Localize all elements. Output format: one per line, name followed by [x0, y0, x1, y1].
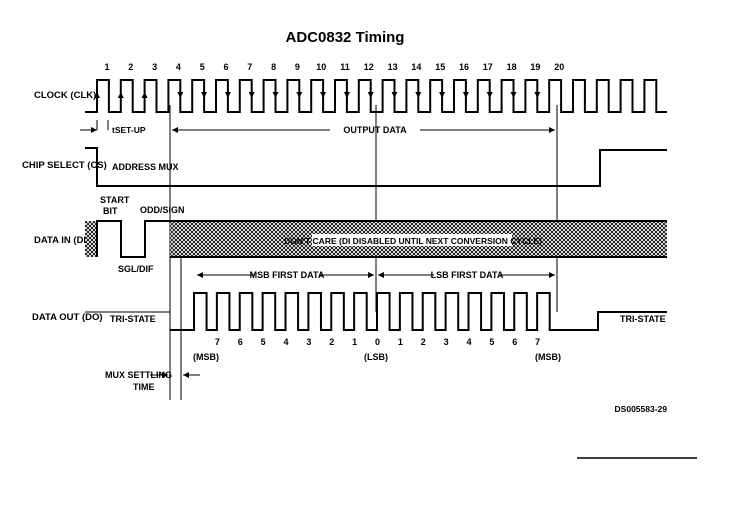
data-out-label: DATA OUT (DO): [32, 312, 103, 323]
figure-id: DS005583-29: [615, 404, 668, 414]
clock-number: 2: [128, 62, 133, 72]
clock-number: 6: [223, 62, 228, 72]
clock-number: 8: [271, 62, 276, 72]
sgl-dif-label: SGL/DIF: [118, 264, 154, 274]
clock-number: 14: [411, 62, 421, 72]
dont-care-label-box: [312, 234, 512, 246]
clock-edge-arrow: [248, 92, 255, 98]
data-out-waveform: [170, 292, 667, 331]
clock-edge-arrow: [201, 92, 208, 98]
clock-edge-arrow: [415, 92, 422, 98]
clock-number: 17: [483, 62, 493, 72]
clock-edge-arrow: [296, 92, 303, 98]
clock-number: 13: [388, 62, 398, 72]
clock-edge-arrow: [343, 92, 350, 98]
clock-edge-arrow: [141, 92, 148, 98]
data-bit-number: 6: [238, 337, 243, 347]
chip-select-label: CHIP SELECT (CS): [22, 160, 107, 171]
output-data-label: OUTPUT DATA: [343, 125, 407, 135]
data-in-waveform: [96, 220, 667, 258]
setup-label: tSET-UP: [112, 125, 146, 135]
clock-number: 9: [295, 62, 300, 72]
clock-edge-arrow: [510, 92, 517, 98]
clock-number: 15: [435, 62, 445, 72]
clock-label: CLOCK (CLK): [34, 90, 96, 101]
clock-edge-arrow: [462, 92, 469, 98]
diagram-title: ADC0832 Timing: [286, 29, 405, 46]
clock-edge-arrow: [367, 92, 374, 98]
clock-edge-arrow: [224, 92, 231, 98]
address-mux-label: ADDRESS MUX: [112, 162, 179, 172]
clock-number: 19: [530, 62, 540, 72]
data-bit-number: 1: [352, 337, 357, 347]
data-bit-number: 4: [284, 337, 289, 347]
msb-tag-right: (MSB): [535, 352, 561, 362]
clock-edge-arrow: [391, 92, 398, 98]
clock-edge-arrow: [94, 92, 100, 98]
start-bit-label-1: START: [100, 195, 130, 205]
clock-number: 16: [459, 62, 469, 72]
clock-number: 20: [554, 62, 564, 72]
clock-number: 1: [104, 62, 109, 72]
data-bit-number: 5: [261, 337, 266, 347]
clock-number: 11: [340, 62, 350, 72]
msb-tag-left: (MSB): [193, 352, 219, 362]
lsb-first-label: LSB FIRST DATA: [431, 270, 504, 280]
data-bit-number: 3: [306, 337, 311, 347]
clock-waveform: [85, 79, 667, 113]
start-bit-label-2: BIT: [103, 206, 118, 216]
data-bit-number: 2: [329, 337, 334, 347]
clock-edge-arrow: [177, 92, 184, 98]
clock-edge-arrow: [320, 92, 327, 98]
data-bit-number: 6: [512, 337, 517, 347]
clock-number: 5: [200, 62, 205, 72]
clock-number: 7: [247, 62, 252, 72]
data-bit-number: 7: [215, 337, 220, 347]
data-bit-number: 2: [421, 337, 426, 347]
clock-number: 12: [364, 62, 374, 72]
dont-care-label: DON'T CARE (DI DISABLED UNTIL NEXT CONVE…: [284, 236, 542, 246]
clock-edge-arrow: [534, 92, 541, 98]
data-bit-number: 0: [375, 337, 380, 347]
data-bit-number: 3: [444, 337, 449, 347]
clock-edge-arrow: [486, 92, 493, 98]
data-in-label: DATA IN (DI): [34, 235, 89, 246]
mux-settling-label-1: MUX SETTLING: [105, 370, 172, 380]
clock-number: 4: [176, 62, 181, 72]
clock-number: 10: [316, 62, 326, 72]
clock-edge-arrows: [94, 92, 541, 98]
clock-edge-arrow: [117, 92, 124, 98]
data-bit-number: 1: [398, 337, 403, 347]
clock-number: 3: [152, 62, 157, 72]
data-bit-number-row: 7 6 5 4 3 2 1 0 1 2 3 4 5 6 7: [215, 337, 540, 347]
lsb-tag-mid: (LSB): [364, 352, 388, 362]
tri-state-right-label: TRI-STATE: [620, 314, 666, 324]
mux-settling-label-2: TIME: [133, 382, 155, 392]
msb-first-label: MSB FIRST DATA: [250, 270, 325, 280]
data-bit-number: 7: [535, 337, 540, 347]
clock-number: 18: [507, 62, 517, 72]
clock-edge-arrow: [272, 92, 279, 98]
tri-state-left-label: TRI-STATE: [110, 314, 156, 324]
chip-select-waveform: [85, 147, 667, 187]
odd-sign-label: ODD/SIGN: [140, 205, 185, 215]
data-in-hatch-left: [85, 221, 97, 257]
clock-edge-arrow: [439, 92, 446, 98]
data-bit-number: 4: [467, 337, 472, 347]
data-bit-number: 5: [489, 337, 494, 347]
data-out-tristate-left: [85, 311, 171, 330]
